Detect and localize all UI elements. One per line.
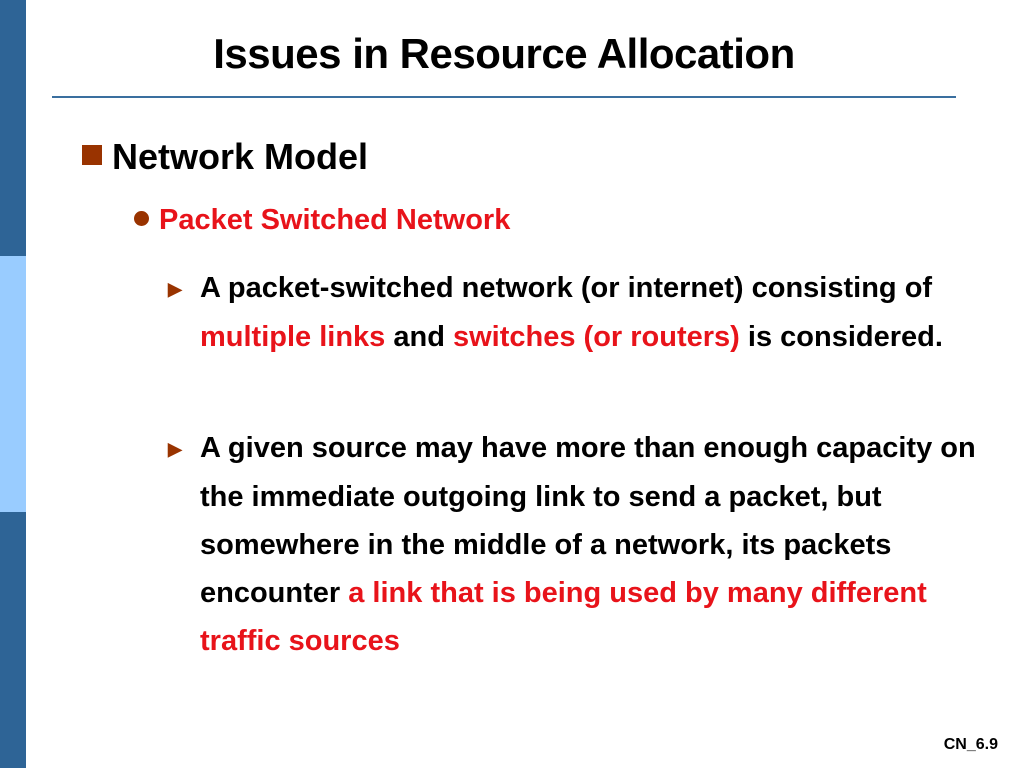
triangle-arrow-icon: ▶ bbox=[168, 439, 182, 459]
round-bullet-icon bbox=[134, 211, 149, 226]
sidebar-decoration bbox=[0, 0, 26, 768]
slide-number: CN_6.9 bbox=[943, 736, 998, 753]
bullet-text: and bbox=[385, 321, 453, 353]
bullet-text: A packet-switched network (or internet) … bbox=[200, 272, 933, 304]
highlight-multiple-links: multiple links bbox=[200, 321, 386, 353]
square-bullet-icon bbox=[82, 145, 102, 165]
highlight-shared-link: a link that is being used by many differ… bbox=[200, 577, 927, 657]
bullet-network-model: Network Model bbox=[82, 136, 368, 178]
bullet-network-model-text: Network Model bbox=[112, 136, 369, 177]
title-divider bbox=[52, 96, 956, 98]
bullet-text: A given source may have more than enough… bbox=[200, 432, 976, 609]
bullet-source-capacity: ▶ A given source may have more than enoug… bbox=[168, 424, 990, 665]
bullet-network-definition: ▶ A packet-switched network (or internet)… bbox=[168, 264, 990, 361]
highlight-switches-routers: switches (or routers) bbox=[453, 321, 740, 353]
bullet-text: is considered. bbox=[739, 321, 943, 353]
triangle-arrow-icon: ▶ bbox=[168, 279, 182, 299]
sidebar-segment-middle bbox=[0, 256, 26, 512]
bullet-packet-switched-network-text: Packet Switched Network bbox=[159, 204, 511, 236]
sidebar-segment-top bbox=[0, 0, 26, 256]
sidebar-segment-bottom bbox=[0, 512, 26, 768]
bullet-packet-switched-network: Packet Switched Network bbox=[134, 204, 510, 237]
slide-title: Issues in Resource Allocation bbox=[213, 30, 795, 77]
